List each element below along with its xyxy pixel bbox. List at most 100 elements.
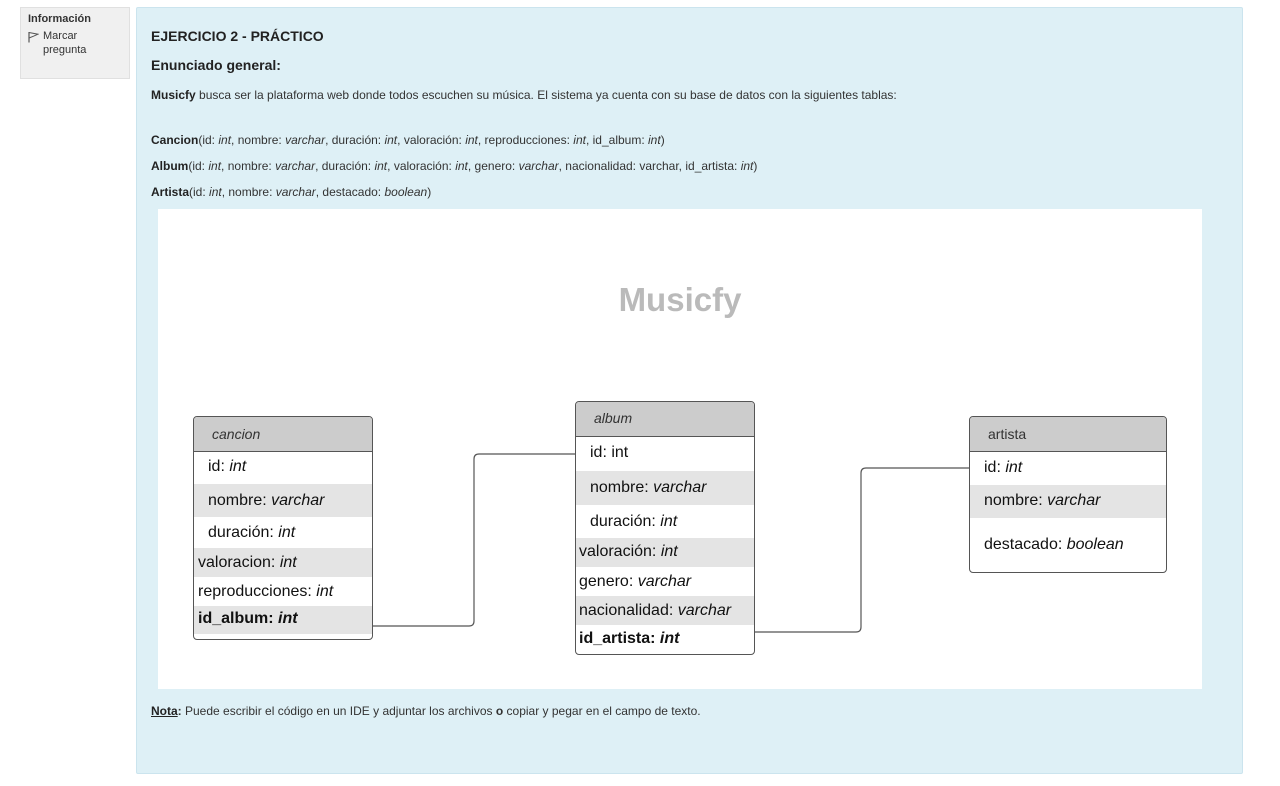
entity-row: duración: int (194, 517, 372, 548)
note-bold-o: o (495, 704, 504, 718)
row-type: int (229, 458, 247, 475)
spec-type: int (573, 133, 586, 147)
row-label: id: (208, 458, 230, 475)
entity-row: reproducciones: int (194, 577, 372, 606)
entity-row: id_album: int (194, 606, 372, 634)
spec-type: int (208, 159, 222, 173)
row-label: duración: (590, 513, 661, 530)
album-entity-header: album (576, 402, 754, 437)
spec-type: int (465, 133, 478, 147)
spec-text: , reproducciones: (477, 133, 574, 147)
entity-row: nombre: varchar (970, 485, 1166, 518)
row-label: id: (984, 459, 1006, 476)
row-label: nombre: (590, 479, 654, 496)
entity-row: duración: int (576, 505, 754, 538)
row-type: varchar (271, 492, 325, 509)
entity-row: nombre: varchar (576, 471, 754, 505)
row-label: nacionalidad: (579, 602, 678, 619)
row-type: int (279, 554, 297, 571)
row-type: boolean (1066, 536, 1124, 553)
row-label: nombre: (208, 492, 272, 509)
spec-cancion-name: Cancion (151, 133, 199, 147)
row-type: int (278, 524, 296, 541)
cancion-entity-header: cancion (194, 417, 372, 452)
spec-text: ) (427, 185, 432, 199)
spec-text: , nombre: (221, 159, 276, 173)
spec-type: int (455, 159, 468, 173)
row-type: varchar (637, 573, 692, 590)
row-type: int (660, 543, 678, 560)
flag-question-button[interactable]: Marcar pregunta (28, 29, 129, 57)
intro-text: busca ser la plataforma web donde todos … (195, 88, 897, 102)
entity-row: nombre: varchar (194, 484, 372, 517)
cancion-entity: cancion id: int nombre: varchar duración… (193, 416, 373, 640)
row-type: varchar (653, 479, 707, 496)
entity-row: nacionalidad: varchar (576, 596, 754, 625)
row-label: id_album: (198, 610, 279, 627)
spec-type: varchar (275, 159, 316, 173)
cancion-album-relation (373, 453, 576, 627)
spec-artista-name: Artista (151, 185, 190, 199)
question-info-panel: Información Marcar pregunta (20, 7, 130, 79)
spec-text: , duración: (325, 133, 385, 147)
entity-row: id: int (194, 452, 372, 484)
artista-entity: artista id: int nombre: varchar destacad… (969, 416, 1167, 573)
row-type: int (316, 583, 334, 600)
album-entity: album id: int nombre: varchar duración: … (575, 401, 755, 655)
flag-question-label[interactable]: Marcar pregunta (43, 30, 87, 56)
question-title: EJERCICIO 2 - PRÁCTICO (151, 28, 324, 44)
spec-text: , nombre: (221, 185, 276, 199)
question-subtitle: Enunciado general: (151, 57, 281, 73)
note-paragraph: Nota: Puede escribir el código en un IDE… (151, 704, 701, 718)
row-label: id_artista: (579, 630, 660, 647)
spec-album-name: Album (151, 159, 189, 173)
spec-type: int (740, 159, 754, 173)
row-label: nombre: (984, 492, 1048, 509)
row-type: int (659, 630, 680, 647)
note-text-end: copiar y pegar en el campo de texto. (503, 704, 701, 718)
diagram-title: Musicfy (618, 281, 742, 318)
spec-text: , destacado: (315, 185, 385, 199)
spec-text: , duración: (315, 159, 375, 173)
row-type: int (660, 513, 678, 530)
entity-row: genero: varchar (576, 567, 754, 596)
spec-type: int (209, 185, 222, 199)
spec-text: (id: (188, 159, 209, 173)
entity-row: valoracion: int (194, 548, 372, 577)
spec-type: int (218, 133, 232, 147)
artista-entity-header: artista (970, 417, 1166, 452)
question-content: EJERCICIO 2 - PRÁCTICO Enunciado general… (136, 7, 1243, 774)
spec-type: int (648, 133, 661, 147)
spec-text: ) (753, 159, 758, 173)
row-label: destacado: (984, 536, 1067, 553)
row-type: int (1005, 459, 1023, 476)
spec-type: int (384, 133, 398, 147)
row-label: valoracion: (198, 554, 280, 571)
row-label: genero: (579, 573, 638, 590)
spec-text: , id_album: (585, 133, 649, 147)
spec-text: , genero: (467, 159, 519, 173)
artista-table-spec: Artista(id: int, nombre: varchar, destac… (151, 185, 431, 199)
note-text: Puede escribir el código en un IDE y adj… (181, 704, 496, 718)
note-label[interactable]: Nota (151, 704, 178, 718)
album-table-spec: Album(id: int, nombre: varchar, duración… (151, 159, 757, 173)
row-type: varchar (1047, 492, 1101, 509)
row-label: reproducciones: (198, 583, 317, 600)
spec-text: , nacionalidad: varchar, id_artista: (558, 159, 741, 173)
row-type: int (278, 610, 298, 627)
relation-lines (373, 453, 969, 633)
flag-icon[interactable] (28, 31, 39, 43)
intro-brand: Musicfy (151, 88, 196, 102)
entity-row: id: int (970, 452, 1166, 485)
row-label: id: (590, 444, 612, 461)
spec-text: (id: (198, 133, 219, 147)
spec-type: varchar (518, 159, 559, 173)
entity-row: valoración: int (576, 538, 754, 567)
intro-paragraph: Musicfy busca ser la plataforma web dond… (151, 88, 897, 102)
entity-row: id: int (576, 437, 754, 471)
spec-text: ) (660, 133, 665, 147)
row-label: valoración: (579, 543, 661, 560)
row-type: int (611, 444, 629, 461)
spec-type: int (374, 159, 388, 173)
er-diagram: Musicfy cancion id: int nombre: varchar … (158, 209, 1202, 689)
